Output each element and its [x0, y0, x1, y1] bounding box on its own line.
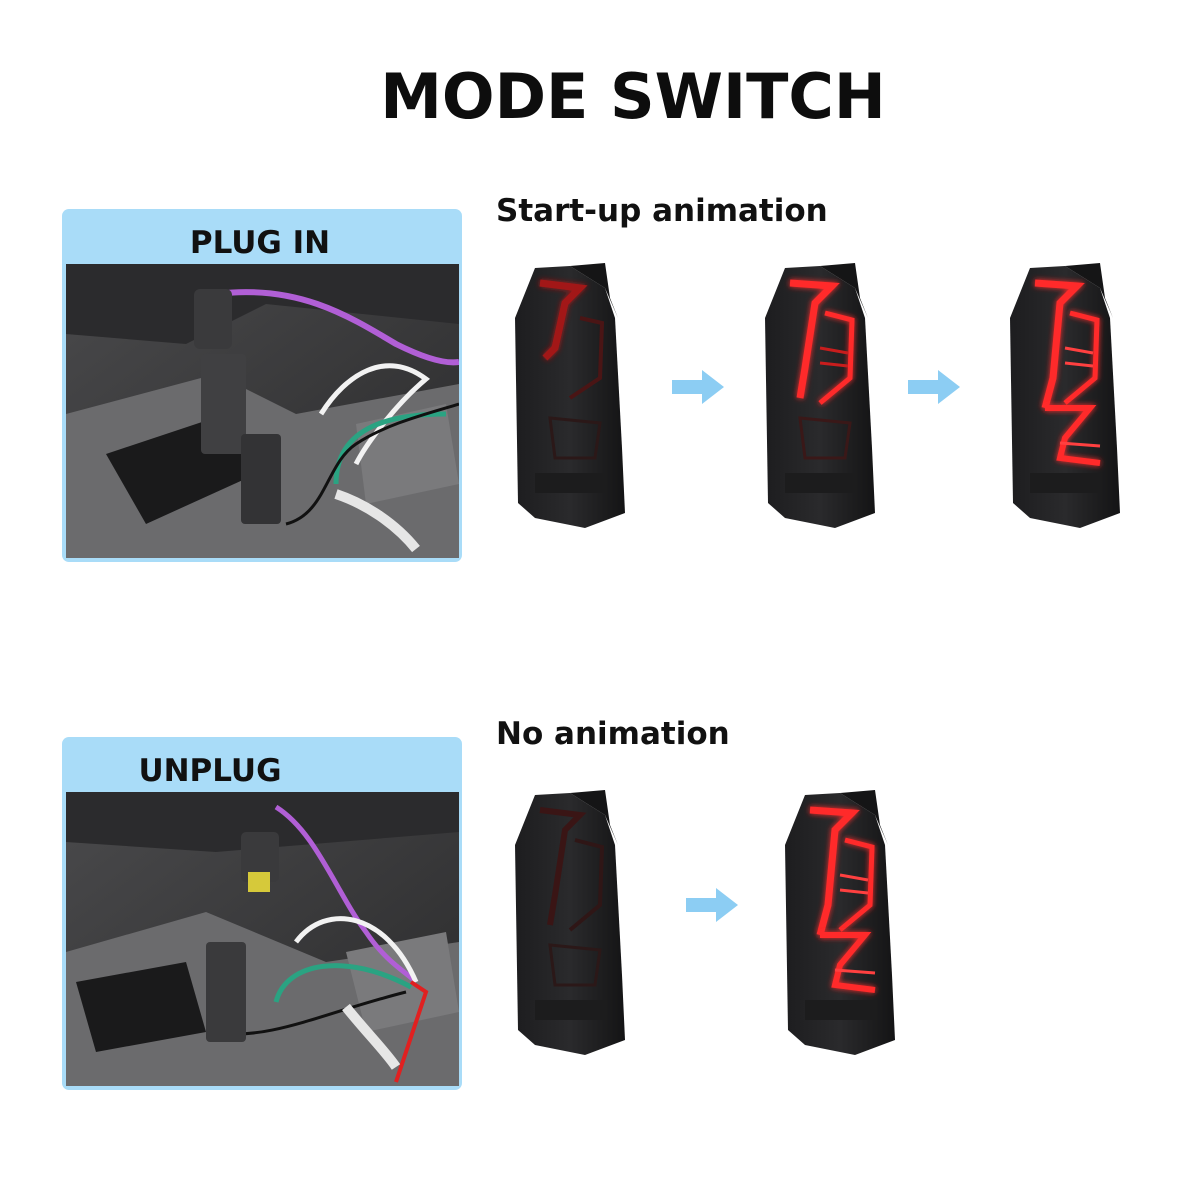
arrow-right-icon [908, 370, 960, 408]
arrow-right-icon [686, 888, 738, 926]
arrow-right-icon [672, 370, 724, 408]
tail-lamp-full [1010, 263, 1120, 528]
plug-in-panel: PLUG IN [62, 209, 462, 562]
tail-lamp-off [515, 790, 625, 1055]
start-up-animation-heading: Start-up animation [496, 193, 828, 229]
plug-in-photo [66, 264, 459, 558]
unplug-photo [66, 792, 459, 1086]
tail-lamp-partial [765, 263, 875, 528]
tail-lamp-off [515, 263, 625, 528]
tail-lamp-full [785, 790, 895, 1055]
no-animation-heading: No animation [496, 716, 730, 752]
plug-in-label: PLUG IN [189, 225, 331, 261]
unplug-panel: UNPLUG [62, 737, 462, 1090]
page-title: MODE SWITCH [380, 60, 886, 133]
unplug-label: UNPLUG [138, 753, 282, 789]
